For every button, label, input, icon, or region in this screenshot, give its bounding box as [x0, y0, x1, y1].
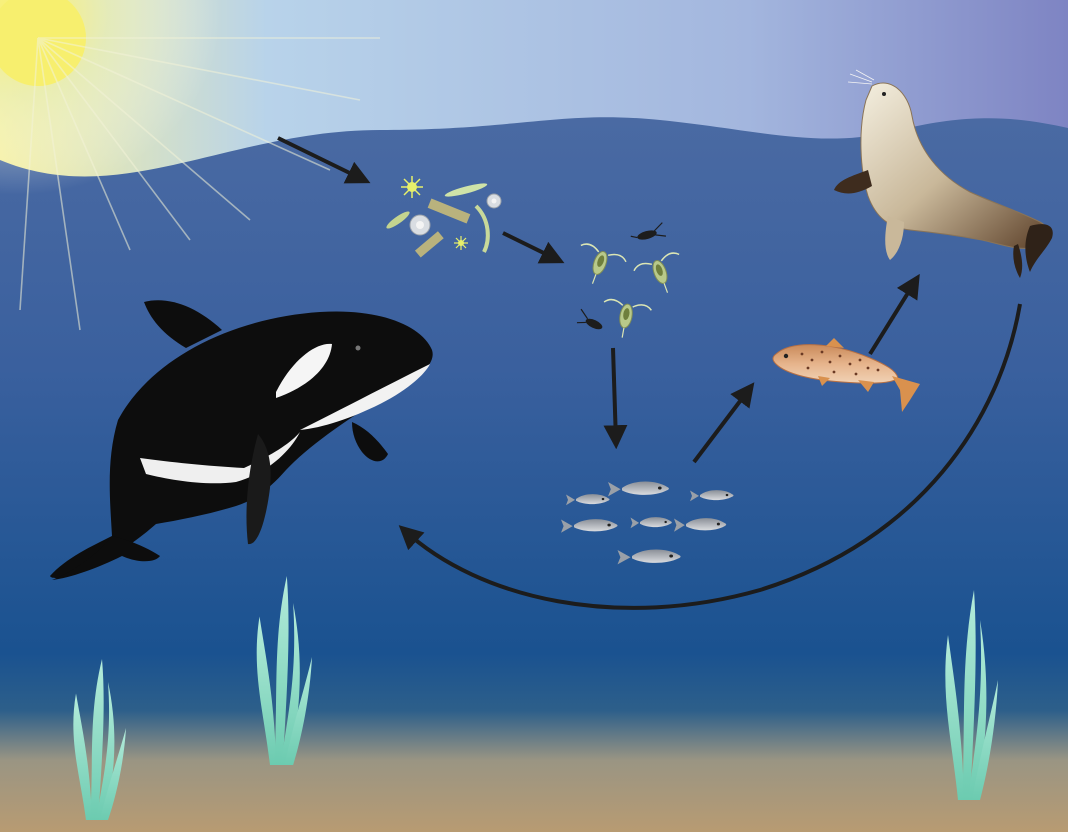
sun-icon: [0, 0, 380, 330]
